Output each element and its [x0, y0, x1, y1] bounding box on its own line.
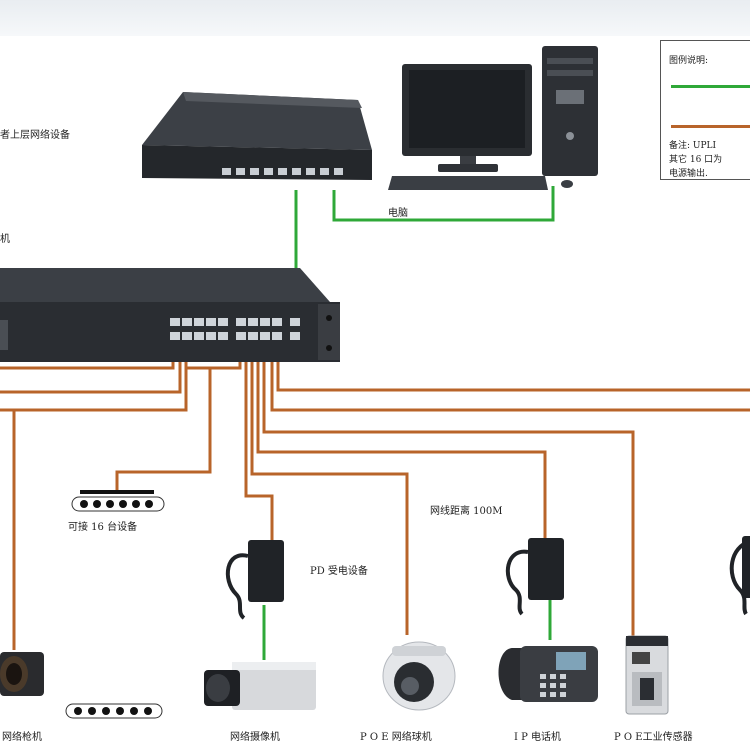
- power-adapter-icon: [506, 538, 564, 616]
- label-poe-sensor: P O E工业传感器: [614, 732, 693, 743]
- green-computer: [332, 186, 555, 222]
- bullet-camera-icon: [0, 652, 44, 696]
- legend-box: 图例说明: 备注: UPLI 其它 16 口为 电源输出.: [660, 40, 750, 180]
- more-devices-dots-top: [71, 490, 165, 512]
- ip-phone-icon: [498, 646, 598, 702]
- cable-sensor: [262, 338, 635, 640]
- power-adapter-icon: [729, 536, 750, 616]
- label-distance: 网线距离 100M: [430, 506, 503, 517]
- legend-note-1: 备注: UPLI: [669, 141, 717, 151]
- pc-tower-icon: [542, 46, 598, 176]
- keyboard-icon: [388, 176, 573, 190]
- legend-green-line: [671, 85, 750, 88]
- legend-title: 图例说明:: [669, 56, 709, 66]
- cable-pd-adapter: [244, 338, 274, 545]
- legend-note-2: 其它 16 口为: [669, 155, 723, 165]
- label-poe-dome: P O E 网络球机: [360, 732, 432, 743]
- cable-right-2: [276, 338, 750, 392]
- label-switch: 机: [0, 234, 10, 245]
- power-adapter-icon: [226, 540, 284, 620]
- label-network-camera: 网络摄像机: [230, 732, 280, 743]
- router-icon: [142, 92, 372, 180]
- box-camera-icon: [204, 662, 316, 710]
- legend-copper-line: [671, 125, 750, 128]
- label-ip-phone: I P 电话机: [514, 732, 562, 743]
- cable-phone-adapter: [256, 338, 547, 540]
- cable-right-1: [270, 338, 750, 412]
- label-upper-device: 者上层网络设备: [0, 130, 70, 141]
- label-bullet-camera: 网络枪机: [2, 732, 42, 743]
- label-more-devices: 可接 16 台设备: [68, 522, 138, 533]
- legend-note-3: 电源输出.: [669, 169, 708, 179]
- poe-switch-icon: [0, 268, 340, 362]
- label-pd-device: PD 受电设备: [310, 566, 368, 577]
- cable-dome: [250, 338, 409, 635]
- top-band: [0, 0, 750, 36]
- cable-more-devices: [115, 368, 212, 490]
- monitor-icon: [402, 64, 532, 172]
- more-devices-dots-bottom: [65, 703, 163, 719]
- label-computer: 电脑: [388, 208, 408, 219]
- dome-camera-icon: [382, 641, 456, 711]
- industrial-sensor-icon: [625, 635, 669, 715]
